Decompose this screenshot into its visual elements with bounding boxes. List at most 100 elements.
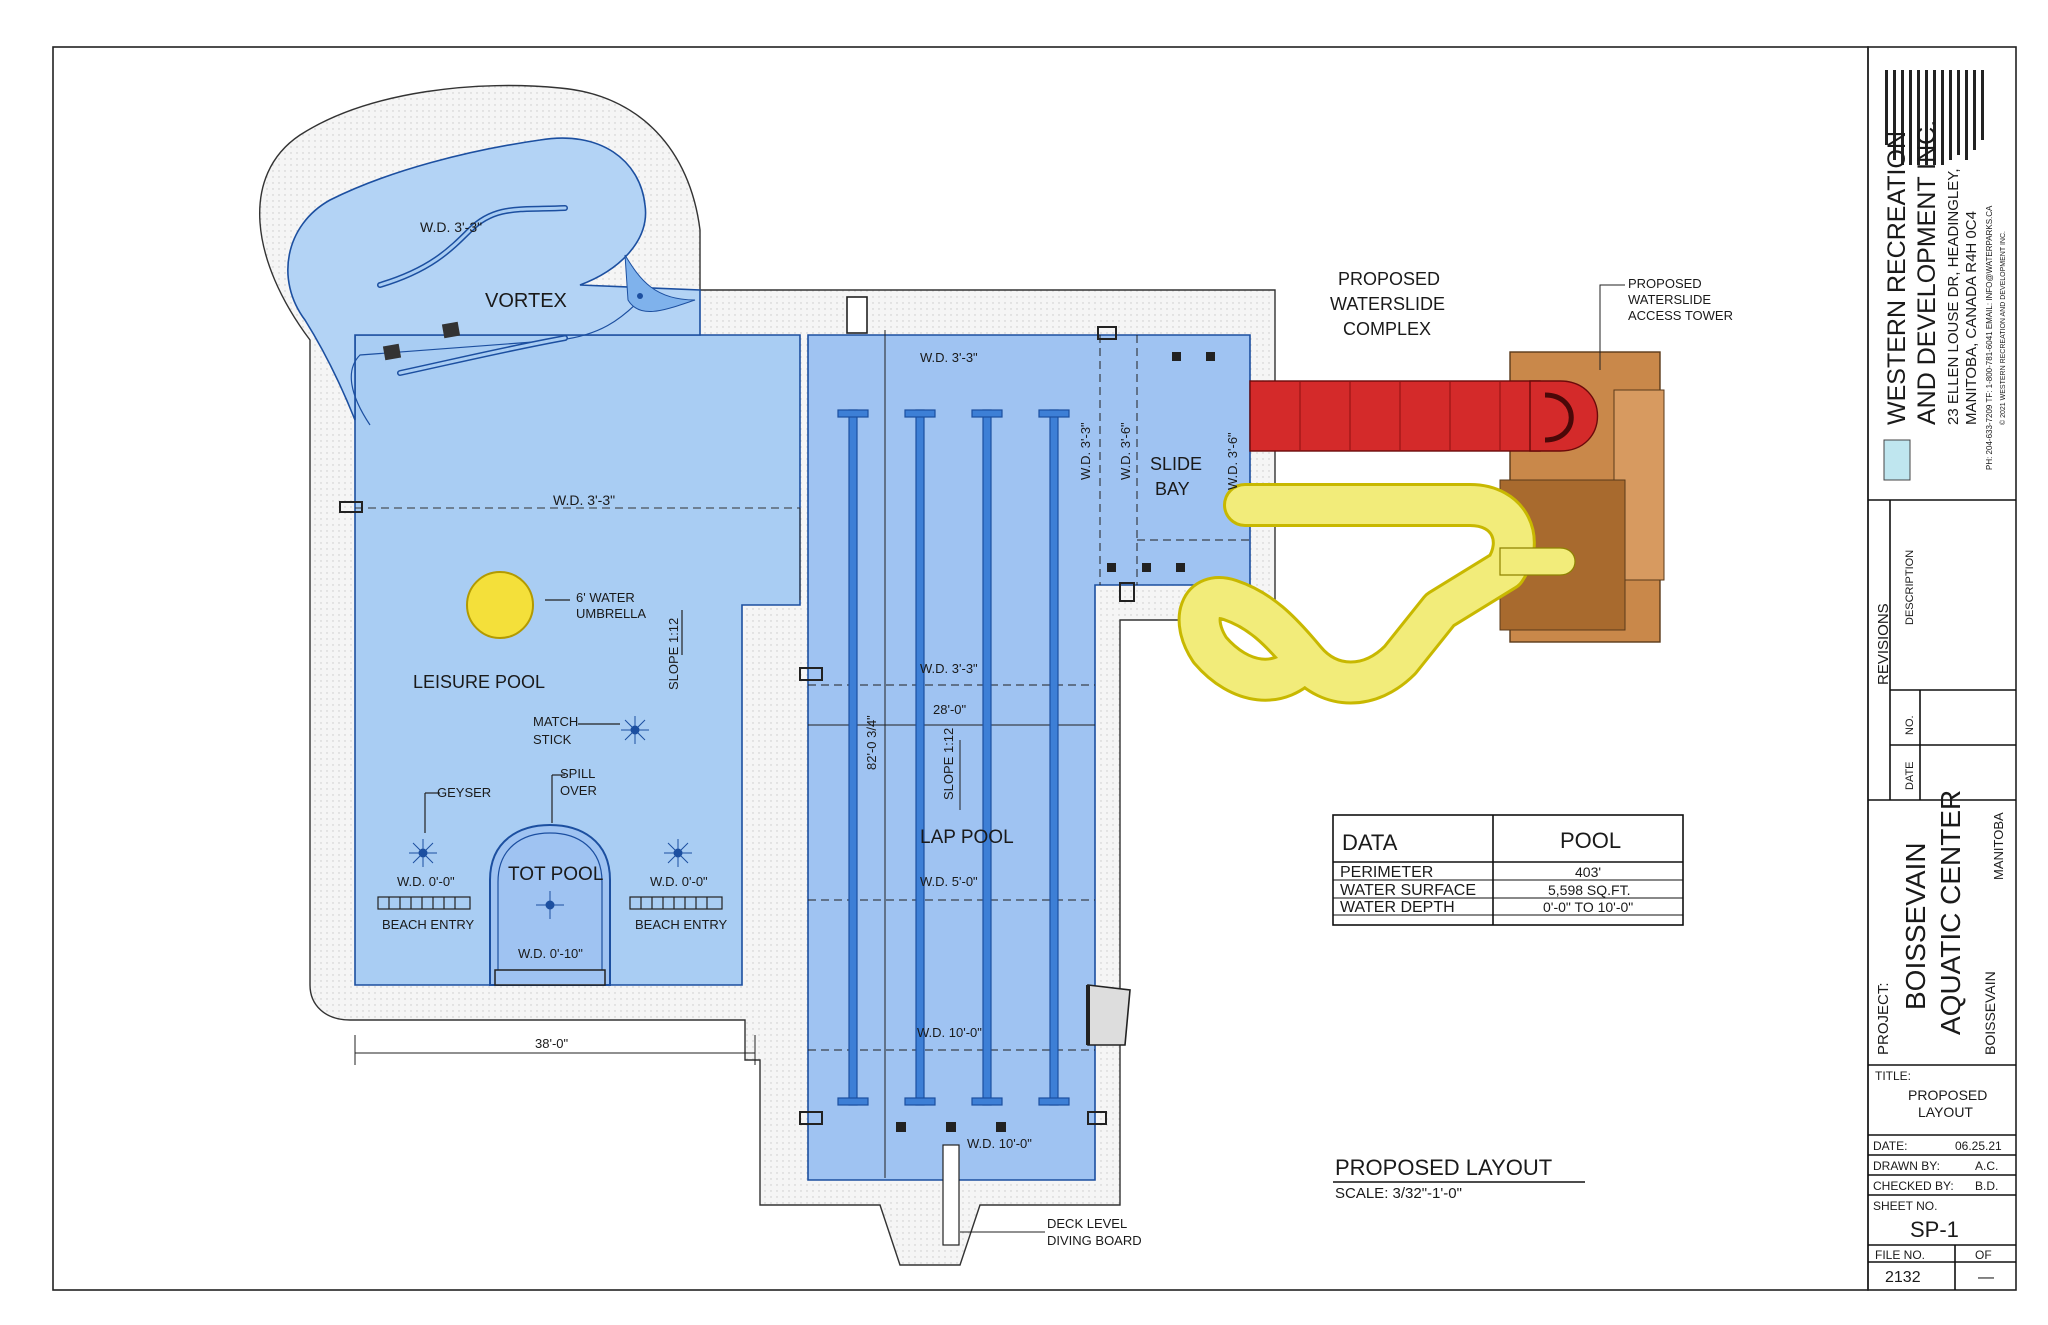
company-logo <box>1883 439 1911 481</box>
tot-depth-label: W.D. 0'-10" <box>518 946 583 961</box>
vortex-label: VORTEX <box>485 290 567 312</box>
tower-label-1: PROPOSED <box>1628 276 1702 291</box>
drawn-value: A.C. <box>1975 1159 1998 1173</box>
table-header-pool: POOL <box>1560 828 1621 853</box>
geyser-icon <box>664 839 692 867</box>
project-name-1: BOISSEVAIN <box>1900 842 1931 1010</box>
fountain-icon <box>637 293 643 299</box>
umbrella-label-1: 6' WATER <box>576 590 635 605</box>
address-line-2: MANITOBA, CANADA R4H 0C4 <box>1963 211 1980 425</box>
beach-left-depth: W.D. 0'-0" <box>397 874 455 889</box>
red-slide <box>1249 380 1541 452</box>
beach-entry-right <box>629 896 723 910</box>
lap-depth-mid: W.D. 3'-3" <box>920 661 978 676</box>
of-label: OF <box>1975 1248 1992 1262</box>
lane-markings <box>837 409 1070 1106</box>
umbrella-label-2: UMBRELLA <box>576 606 646 621</box>
beach-entry-left-label: BEACH ENTRY <box>382 917 475 932</box>
slide-depth-a: W.D. 3'-3" <box>1078 422 1093 480</box>
geyser-icon <box>409 839 437 867</box>
water-umbrella-icon <box>466 571 534 639</box>
leisure-depth-label: W.D. 3'-3" <box>553 492 615 508</box>
beach-right-depth: W.D. 0'-0" <box>650 874 708 889</box>
slope-lap-label: SLOPE 1:12 <box>941 728 956 800</box>
ladder-icon <box>799 326 1135 1125</box>
vortex-depth-label: W.D. 3'-3" <box>420 219 482 235</box>
rev-date-header: DATE <box>1904 761 1916 790</box>
address-line-1: 23 ELLEN LOUSE DR, HEADINGLEY, <box>1945 169 1962 426</box>
table-cell: WATER SURFACE <box>1340 882 1476 899</box>
project-city: BOISSEVAIN <box>1982 971 1998 1055</box>
geyser-label: GEYSER <box>437 785 491 800</box>
tower-label-3: ACCESS TOWER <box>1628 308 1733 323</box>
slide-depth-c: W.D. 3'-6" <box>1225 432 1240 490</box>
file-label: FILE NO. <box>1875 1248 1925 1262</box>
dimension-38-label: 38'-0" <box>535 1036 569 1051</box>
of-value: — <box>1978 1269 1994 1286</box>
slide-bay-label-2: BAY <box>1155 479 1190 499</box>
revisions-label: REVISIONS <box>1875 603 1892 685</box>
match-stick-label-2: STICK <box>533 732 572 747</box>
tower-label-2: WATERSLIDE <box>1628 292 1711 307</box>
spill-over-label-2: OVER <box>560 783 597 798</box>
slide-depth-b: W.D. 3'-6" <box>1118 422 1133 480</box>
leisure-pool <box>287 137 801 1065</box>
dimension-38 <box>354 1035 756 1065</box>
drawn-label: DRAWN BY: <box>1873 1159 1940 1173</box>
title-value-1: PROPOSED <box>1908 1087 1987 1103</box>
table-cell: 0'-0" TO 10'-0" <box>1543 899 1633 915</box>
tot-pool-label: TOT POOL <box>508 864 603 885</box>
lap-depth-10b: W.D. 10'-0" <box>967 1136 1032 1151</box>
dimension-82-label: 82'-0 3/4" <box>864 715 879 770</box>
project-label: PROJECT: <box>1875 982 1892 1055</box>
lap-pool <box>799 296 1251 1246</box>
table-cell: 5,598 SQ.FT. <box>1548 882 1630 898</box>
sheet-value: SP-1 <box>1910 1217 1959 1242</box>
table-cell: WATER DEPTH <box>1340 899 1455 916</box>
file-value: 2132 <box>1885 1269 1921 1286</box>
leisure-pool-label: LEISURE POOL <box>413 672 545 692</box>
lift-icon <box>1086 984 1131 1046</box>
title-block-grid <box>1868 499 2016 1290</box>
lap-depth-top: W.D. 3'-3" <box>920 350 978 365</box>
title-label: TITLE: <box>1875 1069 1911 1083</box>
title-value-2: LAYOUT <box>1918 1104 1973 1120</box>
diving-board-label-1: DECK LEVEL <box>1047 1216 1127 1231</box>
complex-label-1: PROPOSED <box>1338 269 1440 289</box>
starting-block <box>846 296 868 334</box>
ladder-icon <box>339 501 363 513</box>
beach-entry-left <box>377 896 471 910</box>
project-name-2: AQUATIC CENTER <box>1935 790 1966 1035</box>
match-stick-label-1: MATCH <box>533 714 578 729</box>
complex-label-2: WATERSLIDE <box>1330 294 1445 314</box>
checked-value: B.D. <box>1975 1179 1998 1193</box>
drawing-scale: SCALE: 3/32"-1'-0" <box>1335 1185 1462 1202</box>
company-line-2: AND DEVELOPMENT INC. <box>1913 120 1941 425</box>
diving-board <box>942 1144 960 1246</box>
checked-label: CHECKED BY: <box>1873 1179 1954 1193</box>
drain-icon <box>441 321 461 339</box>
date-label: DATE: <box>1873 1139 1907 1153</box>
table-header-data: DATA <box>1342 830 1398 855</box>
table-cell: PERIMETER <box>1340 864 1433 881</box>
match-stick-icon <box>621 716 649 744</box>
date-value: 06.25.21 <box>1955 1139 2002 1153</box>
complex-label-3: COMPLEX <box>1343 319 1431 339</box>
rev-no-header: NO. <box>1904 715 1916 735</box>
lap-depth-10a: W.D. 10'-0" <box>917 1025 982 1040</box>
vortex-pool <box>287 137 701 421</box>
lap-depth-5: W.D. 5'-0" <box>920 874 978 889</box>
phone-line: PH: 204-633-7209 TF: 1-800-781-6041 EMAI… <box>1985 205 1994 470</box>
sheet-label: SHEET NO. <box>1873 1199 1937 1213</box>
company-line-1: WESTERN RECREATION <box>1883 131 1911 425</box>
drain-icon <box>382 343 402 361</box>
project-province: MANITOBA <box>1991 812 2006 880</box>
waterslide-complex <box>1177 351 1665 705</box>
diving-board-label-2: DIVING BOARD <box>1047 1233 1142 1248</box>
table-cell: 403' <box>1575 864 1601 880</box>
slide-bay-label-1: SLIDE <box>1150 454 1202 474</box>
title-block-frame <box>1867 46 2017 1291</box>
data-table <box>1332 814 1684 926</box>
dimension-28-label: 28'-0" <box>933 702 967 717</box>
